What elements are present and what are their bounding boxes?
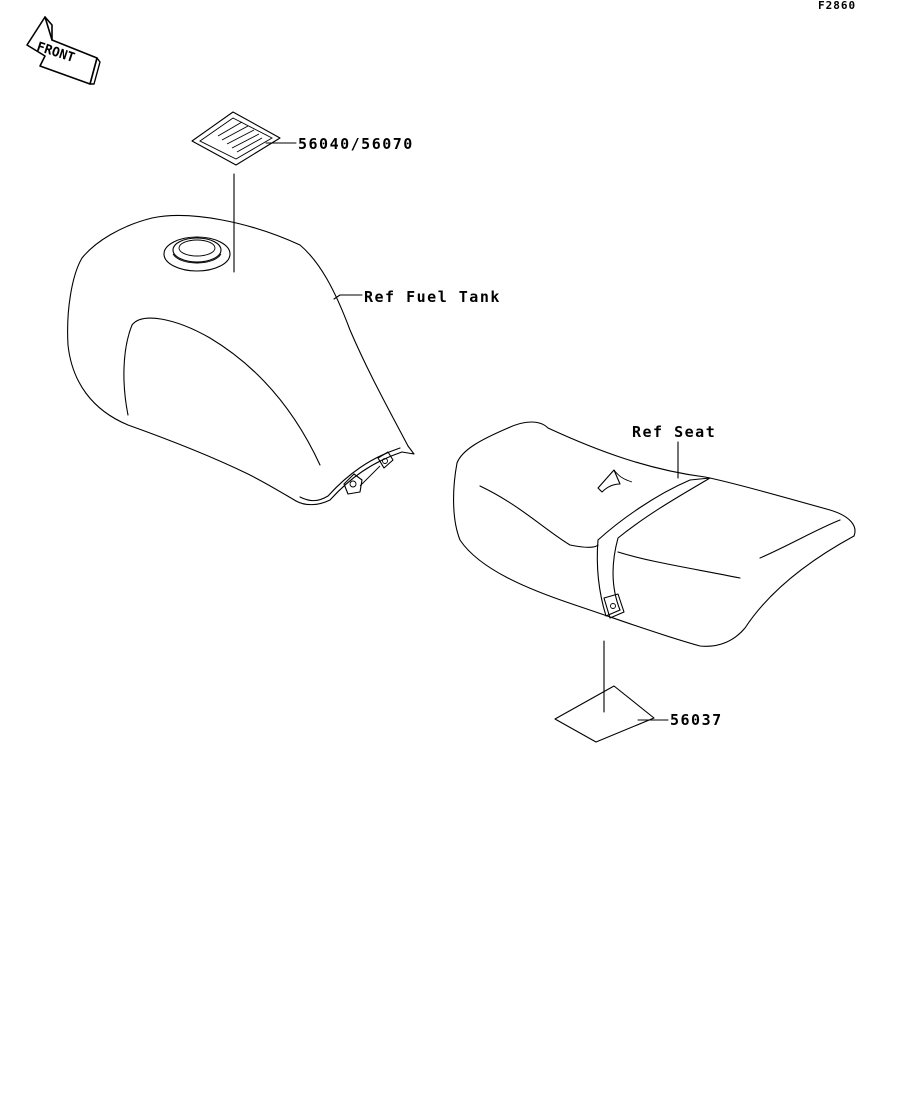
- fuel-tank: [67, 214, 415, 506]
- callout-56040-56070: 56040/56070: [298, 135, 414, 153]
- callout-ref-seat: Ref Seat: [632, 423, 716, 441]
- callout-ref-fuel-tank: Ref Fuel Tank: [364, 288, 501, 306]
- tank-warning-label: [191, 111, 297, 273]
- seat-warning-label: [554, 685, 669, 743]
- seat: [453, 421, 856, 713]
- front-direction-arrow-icon: FRONT: [26, 16, 101, 85]
- callout-56037: 56037: [670, 711, 723, 729]
- front-label: FRONT: [35, 40, 77, 66]
- diagram-code: F2860: [818, 0, 856, 12]
